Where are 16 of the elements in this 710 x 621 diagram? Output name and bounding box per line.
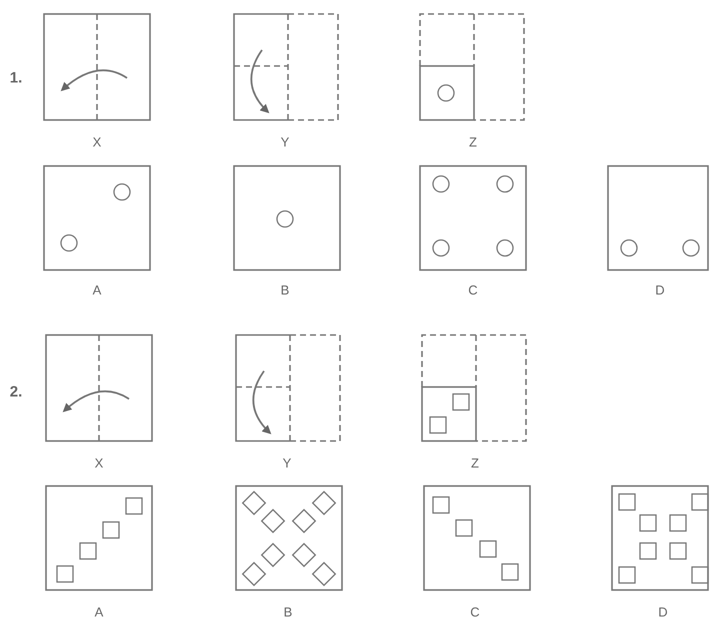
figure-label: D [658, 606, 668, 618]
figure-label: C [470, 606, 480, 618]
figure-label: Y [282, 456, 292, 470]
question-number: 2. [10, 384, 22, 400]
question-number: 1. [10, 70, 22, 86]
figure-label: B [284, 606, 292, 618]
figure-label: A [94, 606, 104, 618]
figure-label: Z [469, 136, 477, 148]
figure-label: B [280, 284, 290, 296]
figure-label: Z [471, 456, 479, 470]
figure-label: X [92, 136, 102, 148]
figure-label: Y [280, 136, 290, 148]
figure-label: D [655, 284, 665, 296]
figure-label: C [468, 284, 478, 296]
figure-label: X [94, 456, 104, 470]
figure-label: A [92, 284, 102, 296]
